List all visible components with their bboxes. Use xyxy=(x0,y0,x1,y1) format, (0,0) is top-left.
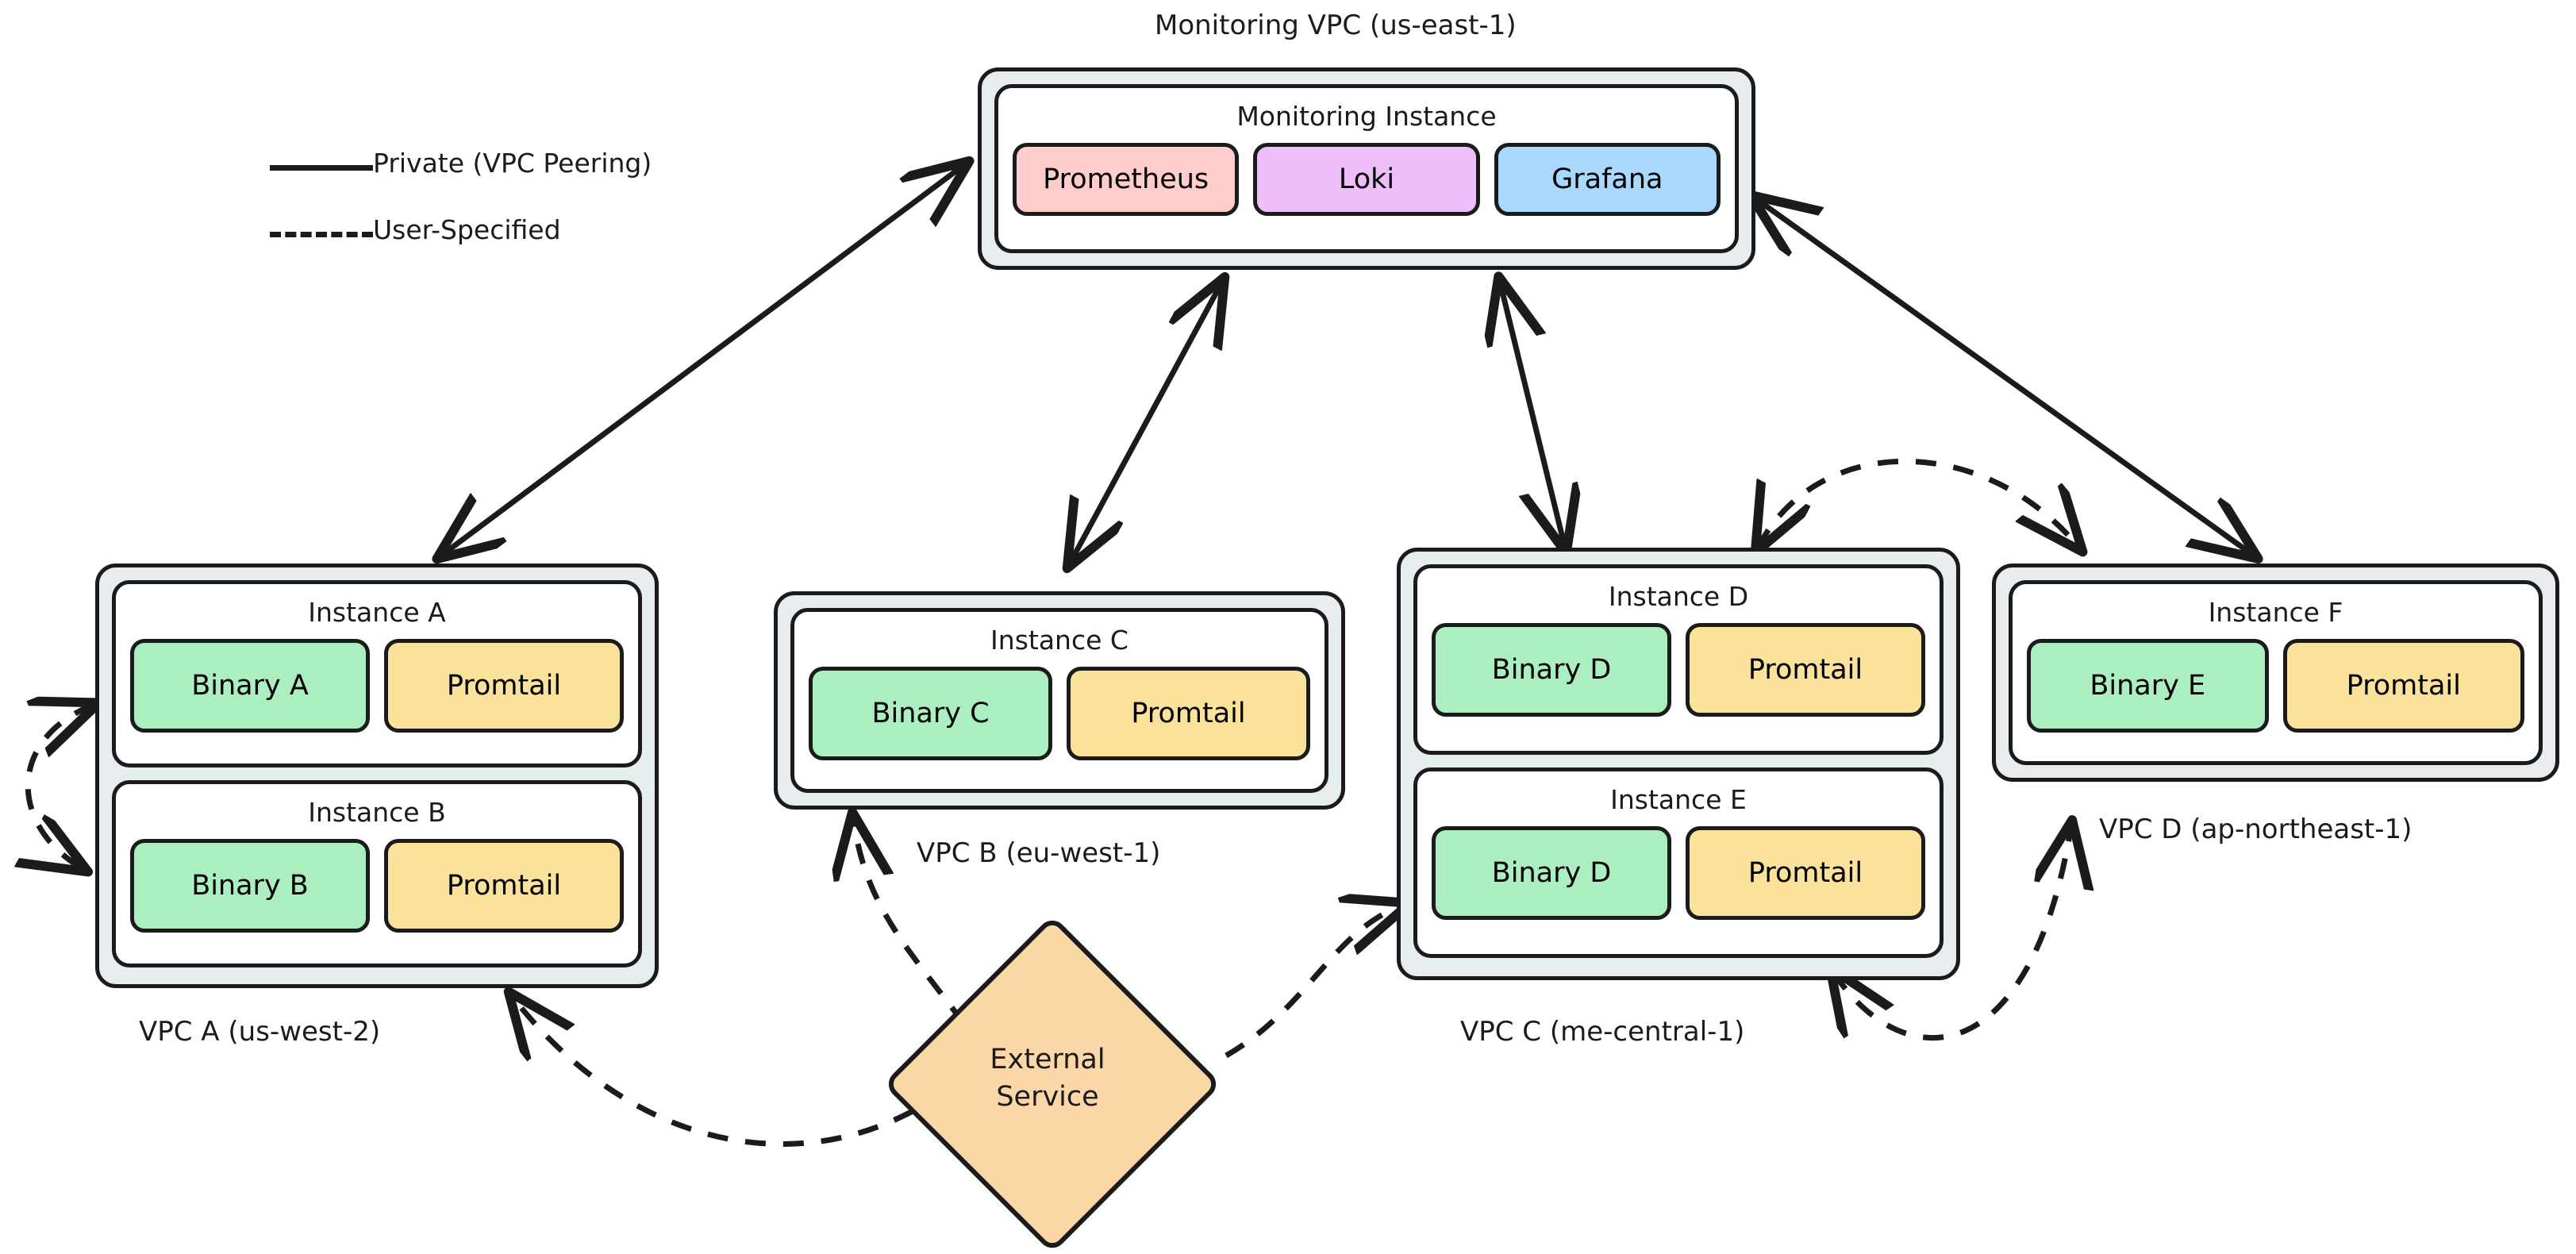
instance-e-components: Binary D Promtail xyxy=(1432,826,1925,920)
component-promtail-d[interactable]: Promtail xyxy=(1686,623,1925,717)
instance-a[interactable]: Instance A Binary A Promtail xyxy=(112,580,642,767)
component-promtail-e[interactable]: Promtail xyxy=(1686,826,1925,920)
edge-monitoring-vpcc xyxy=(1500,282,1565,548)
monitoring-instance[interactable]: Monitoring Instance Prometheus Loki Graf… xyxy=(994,84,1739,253)
component-promtail-c-label: Promtail xyxy=(1131,698,1246,729)
edge-external-vpca xyxy=(512,996,914,1147)
instance-b-components: Binary B Promtail xyxy=(130,839,624,933)
vpc-c-container[interactable]: Instance D Binary D Promtail Instance E … xyxy=(1397,548,1960,980)
component-promtail-d-label: Promtail xyxy=(1747,654,1863,686)
instance-c-components: Binary C Promtail xyxy=(809,667,1310,760)
edge-instancea-instanceb xyxy=(28,705,94,869)
component-binary-d-label: Binary D xyxy=(1491,654,1612,686)
vpc-b-container[interactable]: Instance C Binary C Promtail xyxy=(774,591,1345,810)
instance-f-title: Instance F xyxy=(2208,597,2343,628)
component-binary-f-box[interactable]: Binary E xyxy=(2027,639,2269,733)
component-binary-d[interactable]: Binary D xyxy=(1432,623,1671,717)
instance-e-title: Instance E xyxy=(1610,784,1747,815)
vpc-a-title: VPC A (us-west-2) xyxy=(139,1016,381,1048)
external-service-label-line1: External xyxy=(990,1044,1105,1075)
instance-e[interactable]: Instance E Binary D Promtail xyxy=(1413,767,1944,958)
component-prometheus-label: Prometheus xyxy=(1043,163,1209,195)
monitoring-vpc-container[interactable]: Monitoring Instance Prometheus Loki Graf… xyxy=(978,67,1755,270)
component-promtail-c[interactable]: Promtail xyxy=(1067,667,1310,760)
component-promtail-f-label: Promtail xyxy=(2346,670,2461,702)
component-binary-f-label: Binary E xyxy=(2090,670,2206,702)
instance-a-title: Instance A xyxy=(308,597,446,628)
instance-d-components: Binary D Promtail xyxy=(1432,623,1925,717)
monitoring-components-row: Prometheus Loki Grafana xyxy=(1013,143,1721,216)
vpc-c-title: VPC C (me-central-1) xyxy=(1460,1016,1745,1048)
external-service-labels: External Service xyxy=(932,1041,1163,1117)
instance-d-title: Instance D xyxy=(1608,581,1749,612)
vpc-b-title: VPC B (eu-west-1) xyxy=(917,837,1161,869)
vpc-d-container[interactable]: Instance F Binary E Promtail xyxy=(1992,564,2559,782)
instance-d[interactable]: Instance D Binary D Promtail xyxy=(1413,564,1944,755)
component-promtail-b-label: Promtail xyxy=(446,870,562,902)
component-binary-c[interactable]: Binary C xyxy=(809,667,1052,760)
legend-label-private: Private (VPC Peering) xyxy=(373,148,652,179)
component-loki[interactable]: Loki xyxy=(1253,143,1480,216)
solid-line-icon xyxy=(270,165,373,171)
component-binary-c-label: Binary C xyxy=(871,698,990,729)
vpc-d-title: VPC D (ap-northeast-1) xyxy=(2099,814,2413,845)
component-loki-label: Loki xyxy=(1338,163,1395,195)
instance-c-title: Instance C xyxy=(990,625,1128,656)
instance-b-title: Instance B xyxy=(308,797,446,828)
monitoring-vpc-title: Monitoring VPC (us-east-1) xyxy=(1155,10,1517,41)
edge-instanced-instancef xyxy=(1758,458,2079,548)
instance-a-components: Binary A Promtail xyxy=(130,639,624,733)
edge-external-instancee xyxy=(1225,905,1405,1059)
component-promtail-b[interactable]: Promtail xyxy=(384,839,624,933)
component-binary-e-label: Binary D xyxy=(1491,857,1612,889)
component-binary-e-box[interactable]: Binary D xyxy=(1432,826,1671,920)
component-promtail-e-label: Promtail xyxy=(1747,857,1863,889)
dashed-line-icon xyxy=(270,232,373,237)
legend-label-user-specified: User-Specified xyxy=(373,214,561,245)
component-prometheus[interactable]: Prometheus xyxy=(1013,143,1240,216)
vpc-a-container[interactable]: Instance A Binary A Promtail Instance B … xyxy=(95,564,659,988)
component-promtail-a-label: Promtail xyxy=(446,670,562,702)
component-binary-a[interactable]: Binary A xyxy=(130,639,370,733)
instance-c[interactable]: Instance C Binary C Promtail xyxy=(790,608,1328,793)
instance-f-components: Binary E Promtail xyxy=(2027,639,2524,733)
edge-monitoring-vpcb xyxy=(1070,282,1222,564)
component-binary-b[interactable]: Binary B xyxy=(130,839,370,933)
external-service-label-line2: Service xyxy=(996,1081,1099,1114)
monitoring-instance-title: Monitoring Instance xyxy=(1236,101,1497,132)
component-promtail-f[interactable]: Promtail xyxy=(2282,639,2524,733)
component-grafana-label: Grafana xyxy=(1551,163,1663,195)
component-binary-a-label: Binary A xyxy=(191,670,309,702)
component-promtail-a[interactable]: Promtail xyxy=(384,639,624,733)
instance-f[interactable]: Instance F Binary E Promtail xyxy=(2009,580,2543,765)
instance-b[interactable]: Instance B Binary B Promtail xyxy=(112,780,642,967)
edge-monitoring-vpcd xyxy=(1755,198,2254,556)
component-binary-b-label: Binary B xyxy=(191,870,309,902)
component-grafana[interactable]: Grafana xyxy=(1494,143,1721,216)
